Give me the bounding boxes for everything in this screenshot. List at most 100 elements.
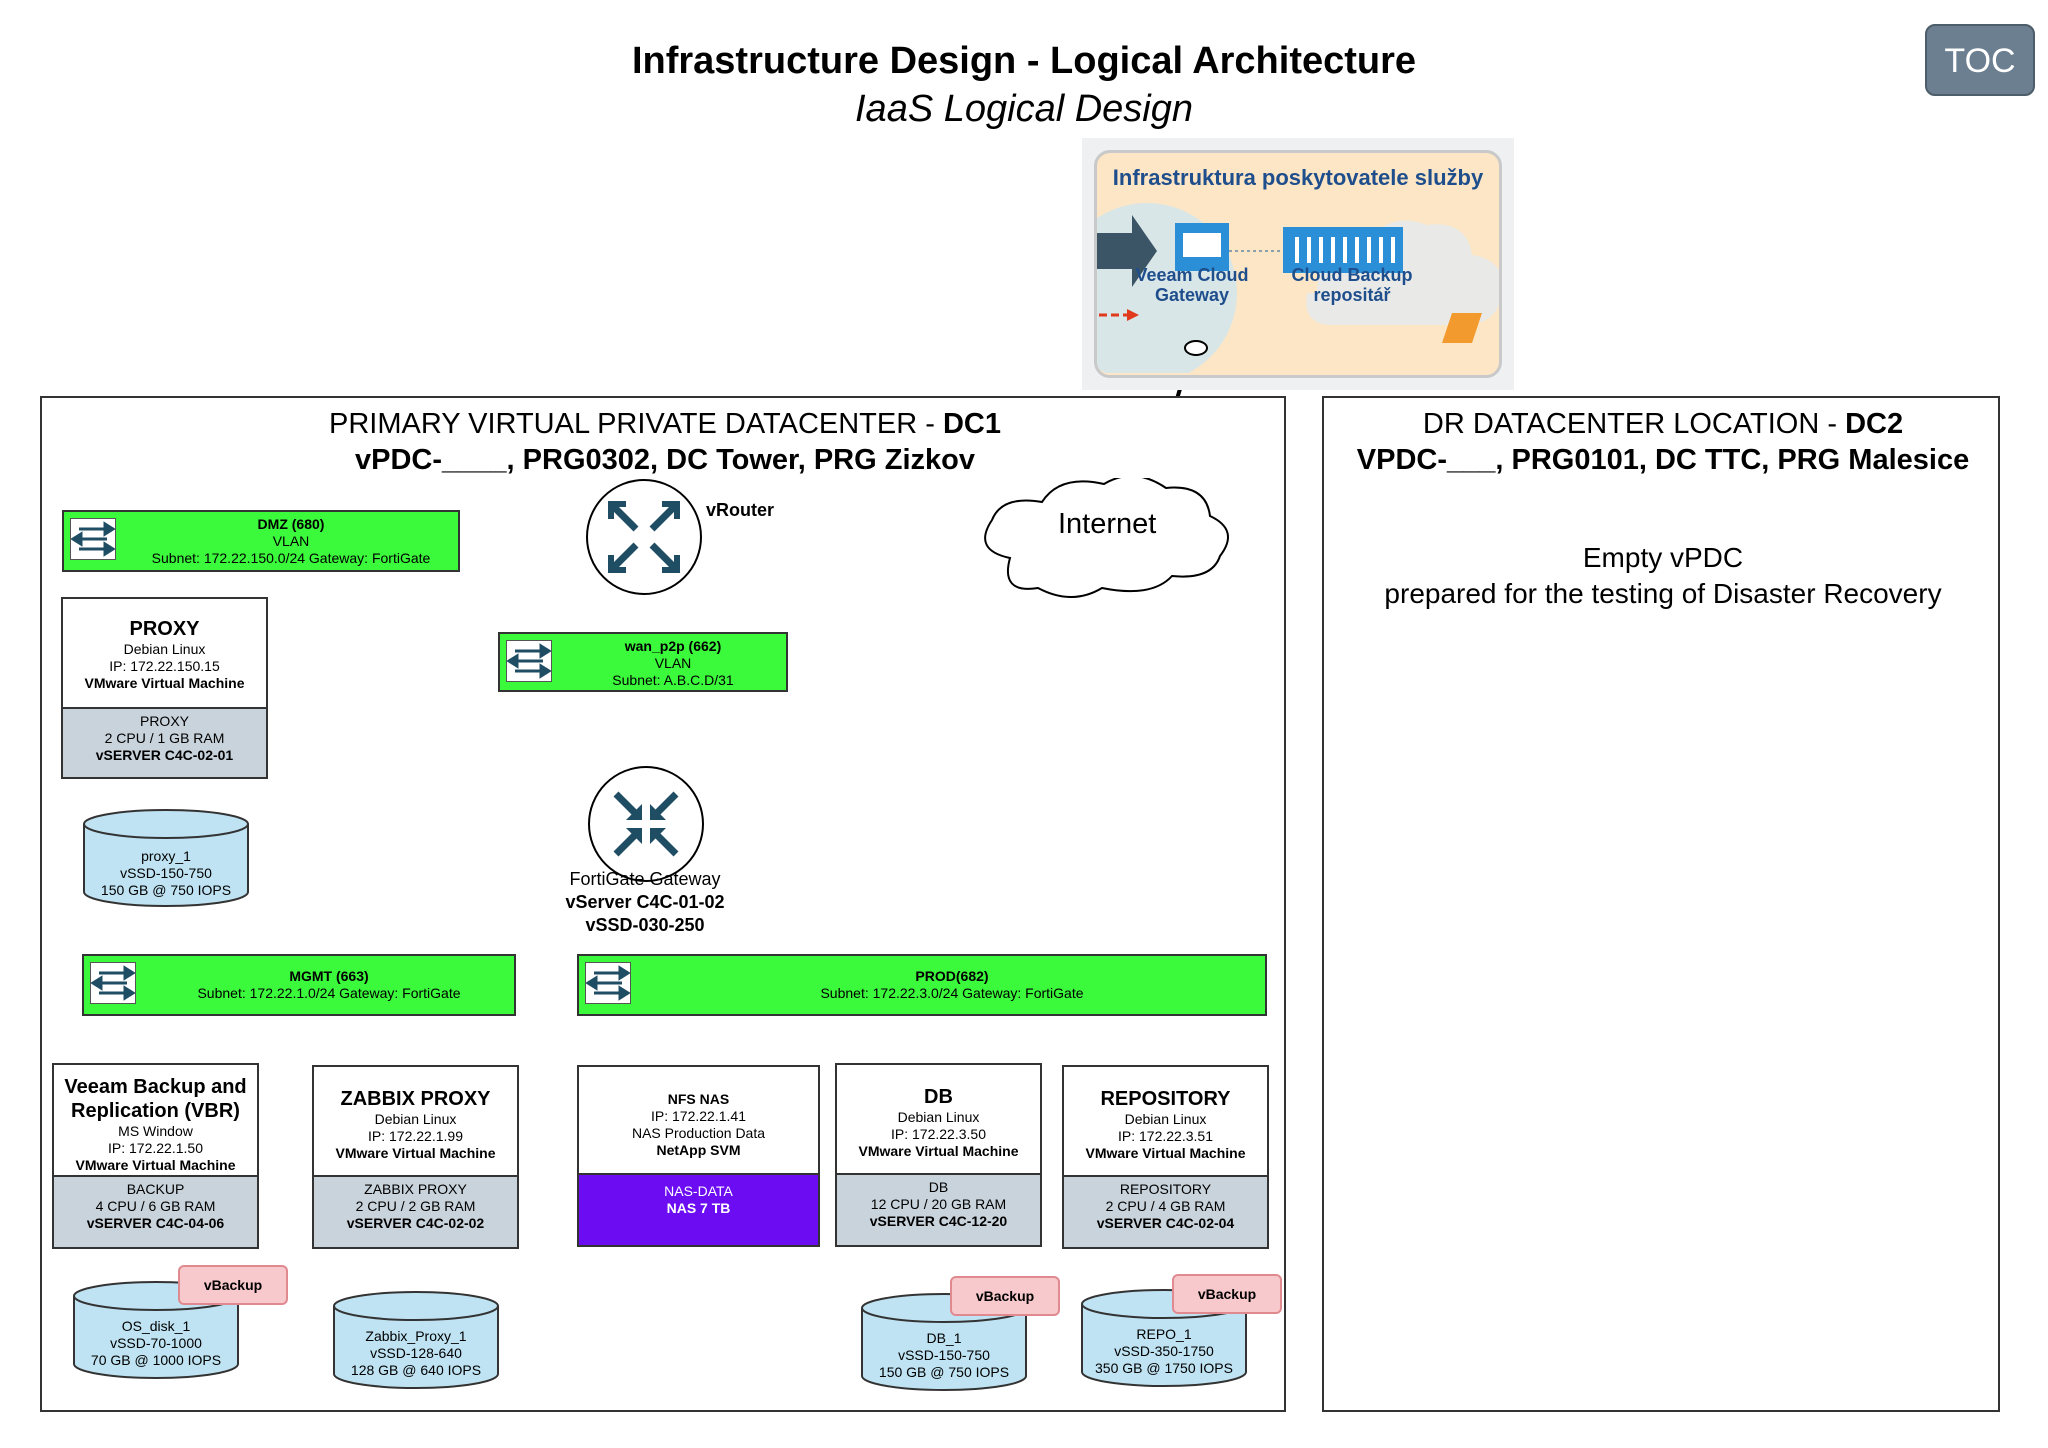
disk-zabbix: Zabbix_Proxy_1 vSSD-128-640 128 GB @ 640… <box>332 1290 500 1390</box>
gateway-label-line2: Gateway <box>1154 285 1230 305</box>
dc1-title: PRIMARY VIRTUAL PRIVATE DATACENTER - DC1 <box>42 406 1288 442</box>
vm-db-kind: VMware Virtual Machine <box>858 1143 1019 1159</box>
disk-db-name: DB_1 <box>926 1330 962 1346</box>
vm-zabbix-spec-server: vSERVER C4C-02-02 <box>346 1215 485 1231</box>
disk-repo-tier: vSSD-350-1750 <box>1114 1343 1214 1359</box>
vm-zabbix-kind: VMware Virtual Machine <box>335 1145 496 1161</box>
dc2-title-bold: DC2 <box>1845 408 1904 440</box>
vm-zabbix-spec: ZABBIX PROXY 2 CPU / 2 GB RAM vSERVER C4… <box>314 1175 517 1247</box>
vlan-wan-type: VLAN <box>654 655 692 671</box>
dc2-title-prefix: DR DATACENTER LOCATION - <box>1422 408 1846 440</box>
dc1-title-bold: DC1 <box>942 408 1001 440</box>
vm-db-name: DB <box>924 1086 953 1108</box>
vm-repo-os: Debian Linux <box>1124 1111 1207 1127</box>
vlan-dmz-name: DMZ (680) <box>257 516 325 532</box>
repository-label: Cloud Backup repositář <box>1272 265 1432 305</box>
vm-vbr-kind: VMware Virtual Machine <box>75 1157 236 1173</box>
internet-label: Internet <box>1058 508 1157 540</box>
dc2-title: DR DATACENTER LOCATION - DC2 <box>1324 406 2002 442</box>
vm-proxy-spec-name: PROXY <box>139 713 189 729</box>
page-subtitle: IaaS Logical Design <box>855 88 1193 130</box>
disk-vbr-name: OS_disk_1 <box>121 1318 191 1334</box>
disk-repo-size: 350 GB @ 1750 IOPS <box>1095 1360 1233 1376</box>
vlan-mgmt-name: MGMT (663) <box>289 968 369 984</box>
internet-cloud-icon <box>984 478 1229 598</box>
vbackup-badge-repo: vBackup <box>1172 1274 1282 1314</box>
disk-vbr-tier: vSSD-70-1000 <box>110 1335 202 1351</box>
vbackup-badge-vbr: vBackup <box>178 1265 288 1305</box>
vlan-wan-subnet: Subnet: A.B.C.D/31 <box>612 672 734 688</box>
nfs-name: NFS NAS <box>667 1091 730 1107</box>
disk-proxy: proxy_1 vSSD-150-750 150 GB @ 750 IOPS <box>82 808 250 908</box>
provider-graphic <box>1097 203 1499 373</box>
disk-cylinder-icon <box>83 809 249 907</box>
vm-proxy-name: PROXY <box>129 618 200 640</box>
disk-vbr-size: 70 GB @ 1000 IOPS <box>90 1352 222 1368</box>
disk-cylinder-icon <box>333 1291 499 1389</box>
vm-nfs-nas[interactable]: NFS NAS IP: 172.22.1.41 NAS Production D… <box>577 1065 820 1247</box>
vm-proxy-ip: IP: 172.22.150.15 <box>109 658 220 674</box>
nfs-description: NAS Production Data <box>631 1125 766 1141</box>
gateway-label-line2: vServer C4C-01-02 <box>565 892 725 912</box>
repository-label-line1: Cloud Backup <box>1291 265 1413 285</box>
vm-db-os: Debian Linux <box>897 1109 980 1125</box>
nfs-spec: NAS-DATA NAS 7 TB <box>579 1173 818 1245</box>
brand-logo-icon <box>1442 313 1482 343</box>
nfs-kind: NetApp SVM <box>656 1142 741 1158</box>
disk-proxy-tier: vSSD-150-750 <box>120 865 212 881</box>
vlan-dmz: DMZ (680) VLAN Subnet: 172.22.150.0/24 G… <box>62 510 460 572</box>
dc1-location: vPDC-____, PRG0302, DC Tower, PRG Zizkov <box>355 444 975 476</box>
vm-db-spec-server: vSERVER C4C-12-20 <box>869 1213 1008 1229</box>
dc2-empty-line2: prepared for the testing of Disaster Rec… <box>1384 578 1942 609</box>
vm-vbr-ip: IP: 172.22.1.50 <box>108 1140 203 1156</box>
vm-zabbix-proxy[interactable]: ZABBIX PROXY Debian Linux IP: 172.22.1.9… <box>312 1065 519 1249</box>
toc-button[interactable]: TOC <box>1925 24 2035 96</box>
gateway-label-line1: Veeam Cloud <box>1135 265 1249 285</box>
vm-db-spec: DB 12 CPU / 20 GB RAM vSERVER C4C-12-20 <box>837 1173 1040 1245</box>
gateway-label: Veeam Cloud Gateway <box>1117 265 1267 305</box>
vrouter-label: vRouter <box>706 500 775 520</box>
nfs-ip: IP: 172.22.1.41 <box>651 1108 746 1124</box>
vm-repo-spec-resources: 2 CPU / 4 GB RAM <box>1105 1198 1226 1214</box>
vm-repo-kind: VMware Virtual Machine <box>1085 1145 1246 1161</box>
vm-zabbix-ip: IP: 172.22.1.99 <box>368 1128 463 1144</box>
gateway-label-line1: FortiGate Gateway <box>569 869 721 889</box>
vlan-dmz-type: VLAN <box>272 533 310 549</box>
dc1-title-prefix: PRIMARY VIRTUAL PRIVATE DATACENTER - <box>329 408 943 440</box>
vm-proxy[interactable]: PROXY Debian Linux IP: 172.22.150.15 VMw… <box>61 597 268 779</box>
vm-vbr[interactable]: Veeam Backup and Replication (VBR) MS Wi… <box>52 1063 259 1249</box>
switch-icon <box>506 640 552 682</box>
vm-repo-name: REPOSITORY <box>1100 1088 1231 1110</box>
vm-vbr-os: MS Window <box>118 1123 193 1139</box>
dc2-location: VPDC-___, PRG0101, DC TTC, PRG Malesice <box>1356 444 1970 476</box>
disk-zabbix-name: Zabbix_Proxy_1 <box>365 1328 467 1344</box>
nfs-spec-size: NAS 7 TB <box>666 1200 731 1216</box>
vlan-wan-name: wan_p2p (662) <box>624 638 722 654</box>
vlan-prod-subnet: Subnet: 172.22.3.0/24 Gateway: FortiGate <box>820 985 1084 1001</box>
vrouter-icon <box>586 479 702 595</box>
vm-vbr-spec-server: vSERVER C4C-04-06 <box>86 1215 225 1231</box>
vm-db-ip: IP: 172.22.3.50 <box>891 1126 986 1142</box>
vm-repository[interactable]: REPOSITORY Debian Linux IP: 172.22.3.51 … <box>1062 1065 1269 1249</box>
switch-icon <box>585 962 631 1004</box>
disk-proxy-name: proxy_1 <box>141 848 191 864</box>
dc2-container: DR DATACENTER LOCATION - DC2 VPDC-___, P… <box>1322 396 2000 1412</box>
vm-vbr-spec-resources: 4 CPU / 6 GB RAM <box>95 1198 216 1214</box>
vm-zabbix-spec-name: ZABBIX PROXY <box>364 1181 467 1197</box>
vm-db[interactable]: DB Debian Linux IP: 172.22.3.50 VMware V… <box>835 1063 1042 1247</box>
provider-infrastructure-panel: Infrastruktura poskytovatele služby Veea… <box>1082 138 1514 390</box>
switch-icon <box>70 518 116 560</box>
switch-icon <box>90 962 136 1004</box>
vm-zabbix-os: Debian Linux <box>374 1111 457 1127</box>
dc2-empty-note: Empty vPDC prepared for the testing of D… <box>1324 540 2002 612</box>
vm-zabbix-spec-resources: 2 CPU / 2 GB RAM <box>355 1198 476 1214</box>
vlan-mgmt-subnet: Subnet: 172.22.1.0/24 Gateway: FortiGate <box>197 985 461 1001</box>
gateway-label-line3: vSSD-030-250 <box>585 915 705 935</box>
disk-zabbix-size: 128 GB @ 640 IOPS <box>350 1362 482 1378</box>
disk-db-size: 150 GB @ 750 IOPS <box>878 1364 1010 1380</box>
vm-db-spec-name: DB <box>928 1179 949 1195</box>
vlan-wan-p2p: wan_p2p (662) VLAN Subnet: A.B.C.D/31 <box>498 632 788 692</box>
vlan-dmz-subnet: Subnet: 172.22.150.0/24 Gateway: FortiGa… <box>151 550 431 566</box>
vm-db-spec-resources: 12 CPU / 20 GB RAM <box>870 1196 1007 1212</box>
vm-repo-ip: IP: 172.22.3.51 <box>1118 1128 1213 1144</box>
